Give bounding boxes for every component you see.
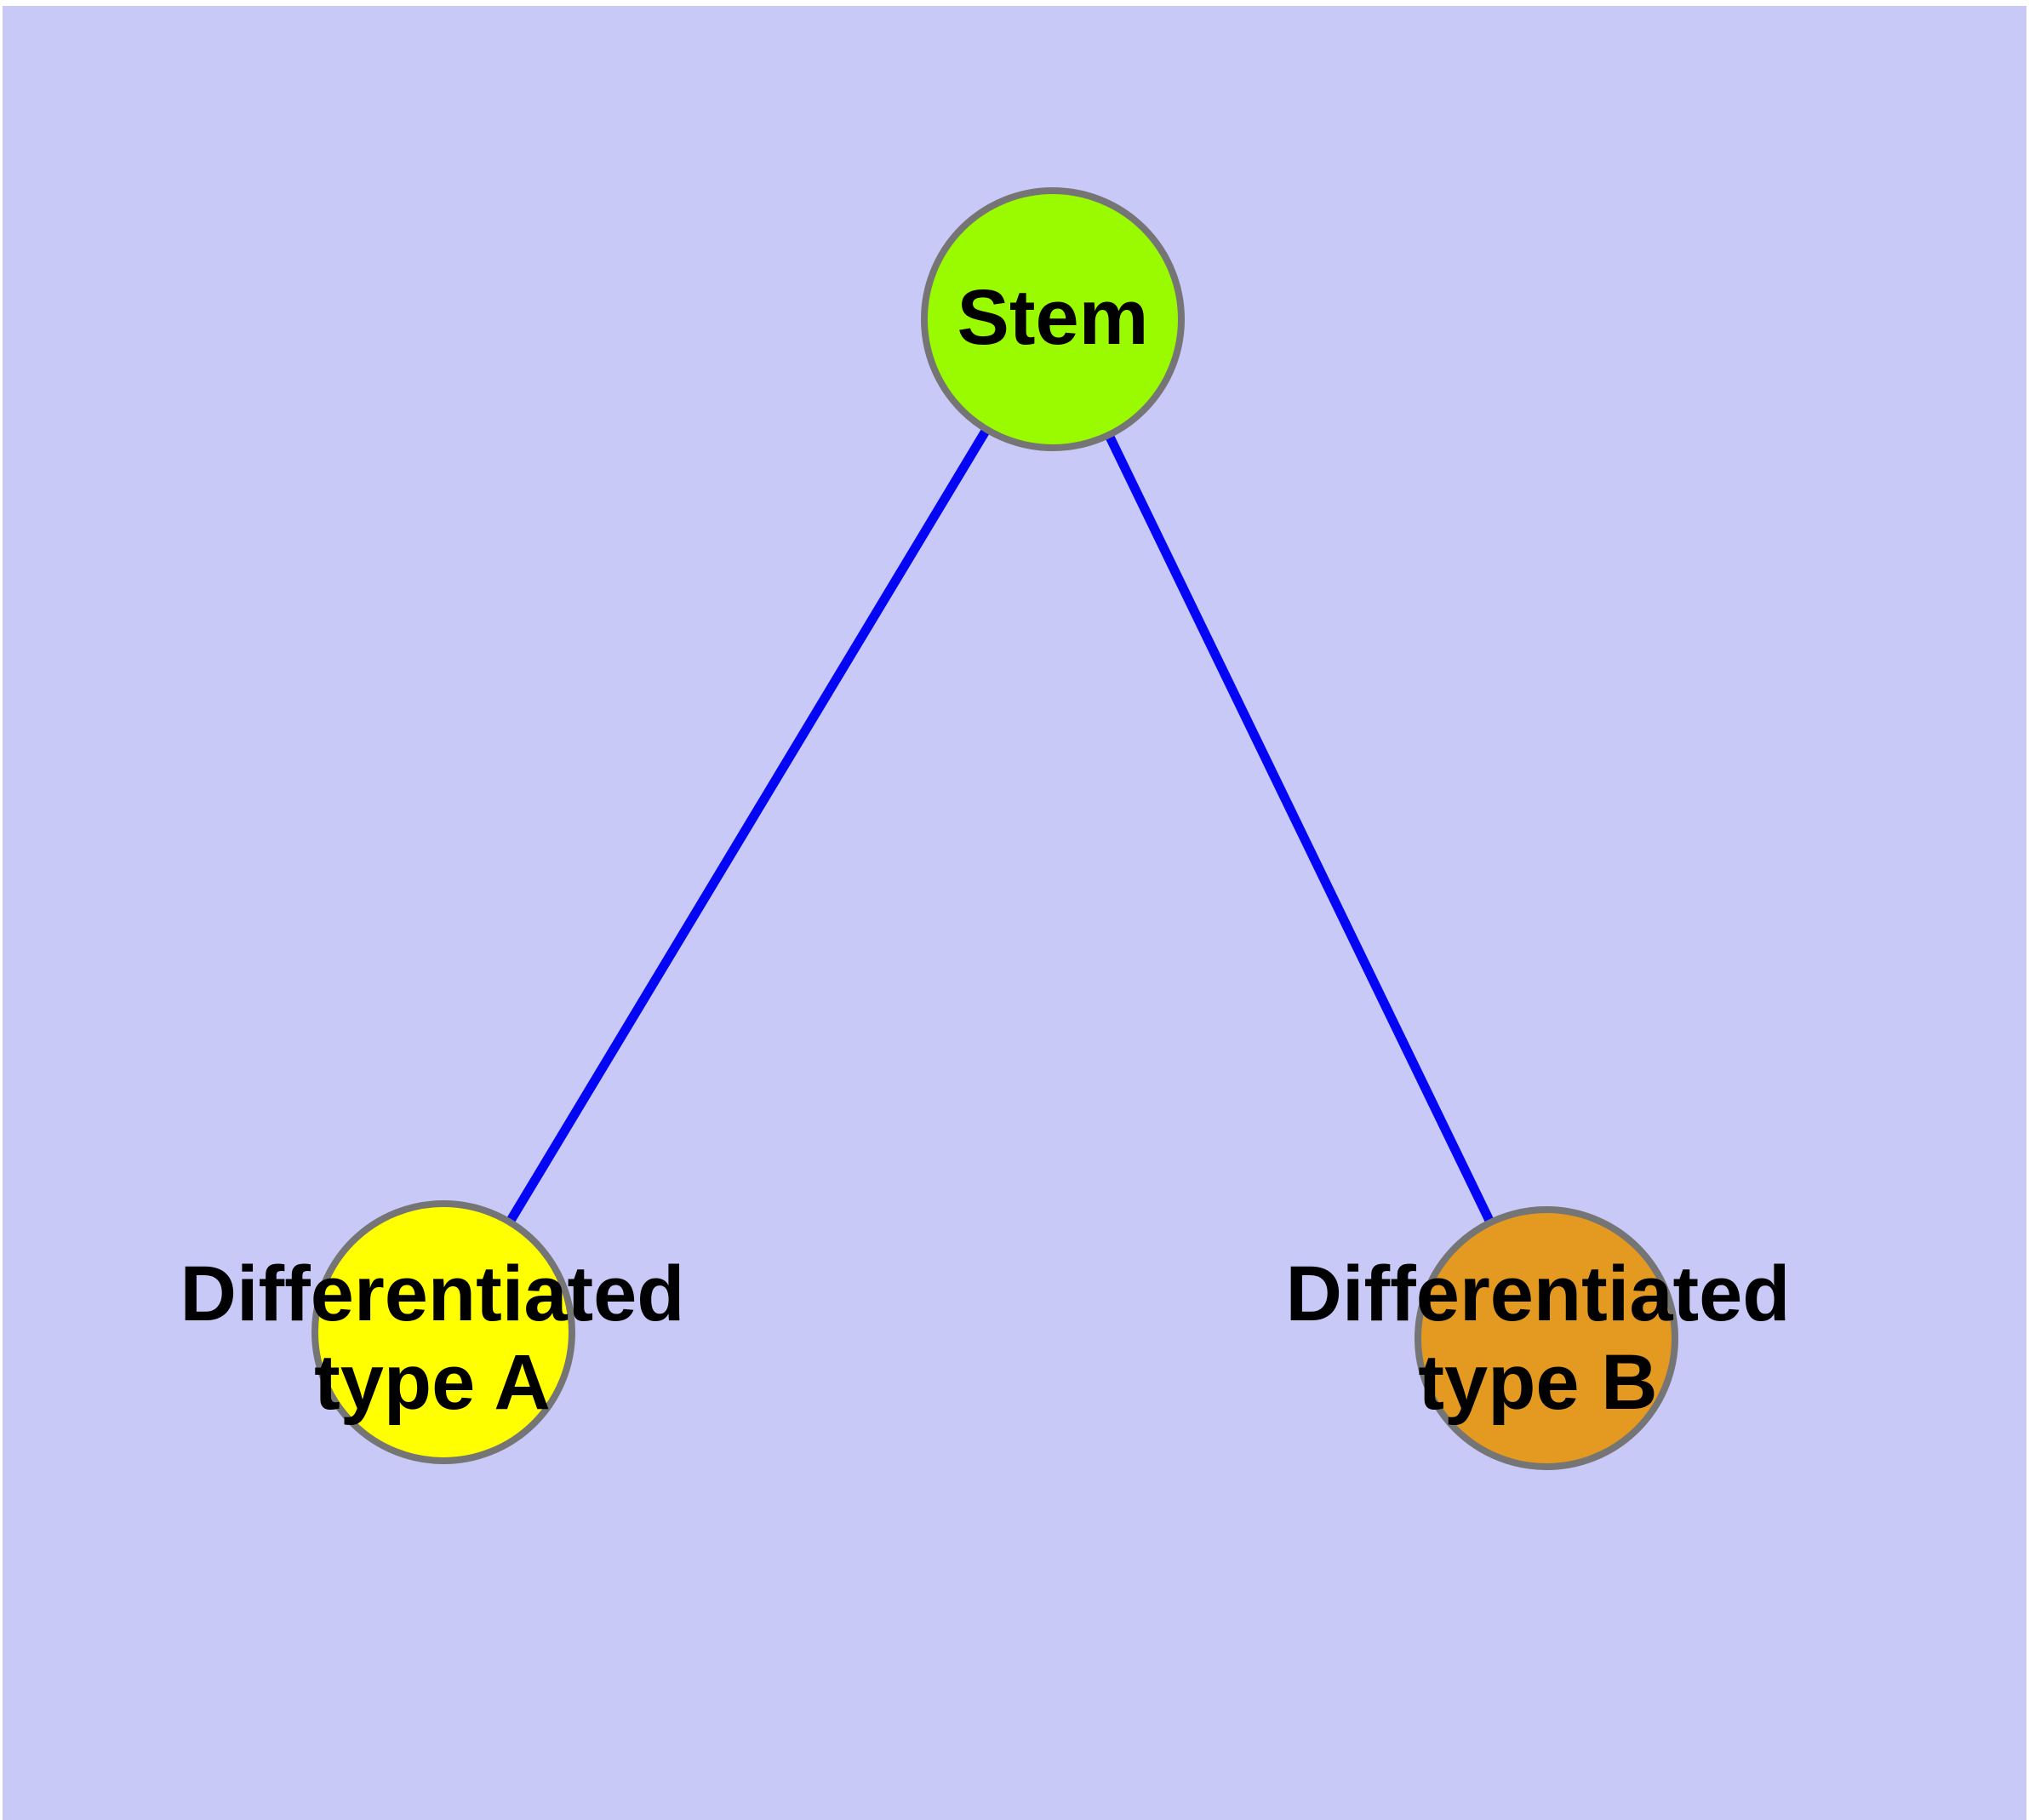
edge-stem-to-type-a [439, 317, 1057, 1335]
type-b-node-label-line2: type B [1418, 1339, 1658, 1426]
type-a-node-label-line1: Differentiated [180, 1251, 685, 1337]
type-a-node-label: Differentiated type A [180, 1250, 685, 1427]
stem-node-label: Stem [957, 273, 1149, 362]
type-a-node-circle [311, 1200, 575, 1464]
stem-node-circle [921, 187, 1185, 451]
stem-node-label-text: Stem [957, 274, 1149, 361]
type-b-node-circle [1415, 1206, 1678, 1470]
type-a-node-label-line2: type A [314, 1339, 551, 1426]
type-b-node-label-line1: Differentiated [1285, 1251, 1791, 1337]
type-b-node-label: Differentiated type B [1286, 1250, 1791, 1427]
edge-stem-to-type-b [1049, 317, 1551, 1341]
